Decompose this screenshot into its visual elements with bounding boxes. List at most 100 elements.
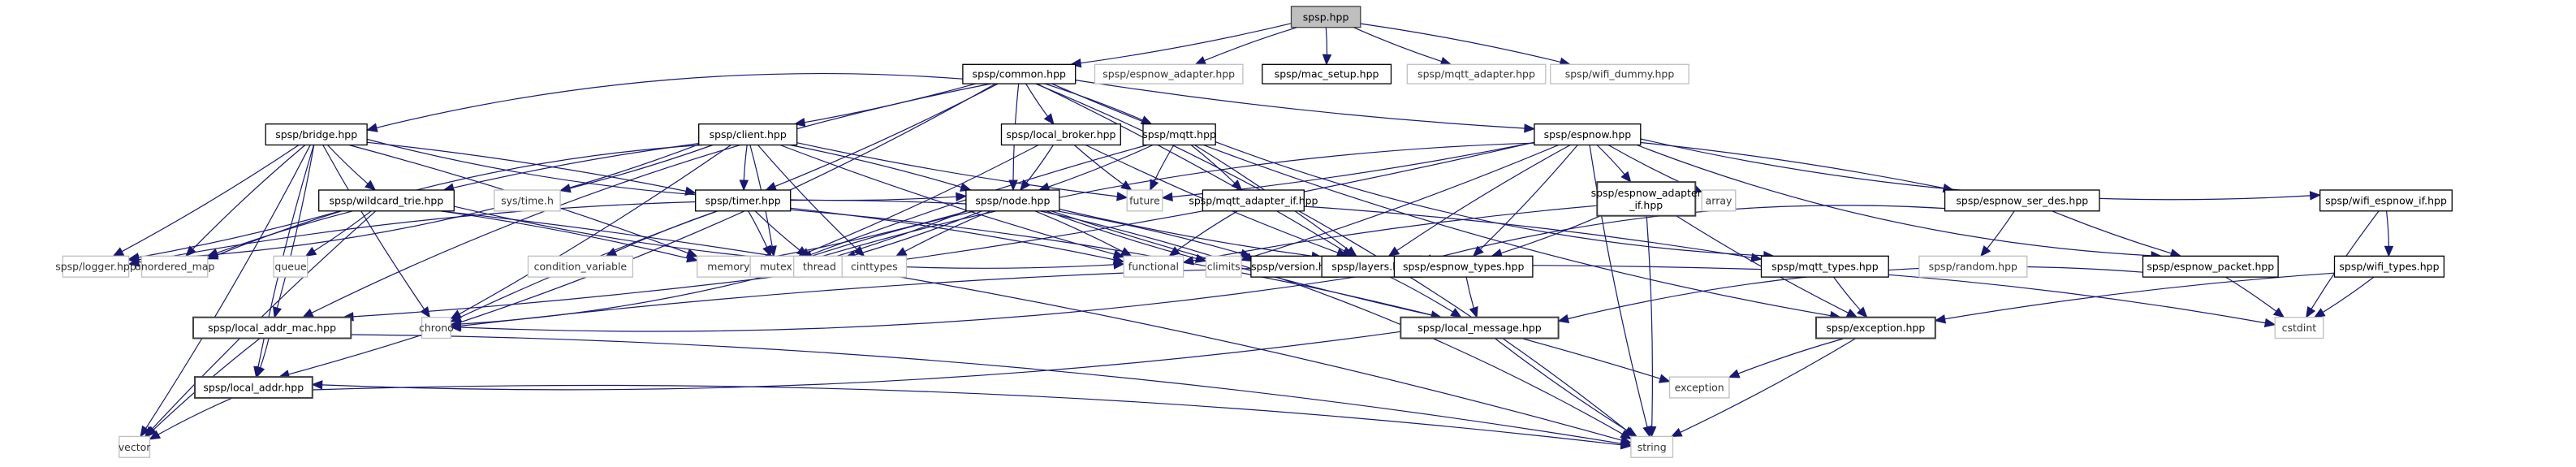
edge-spsp-to-common xyxy=(1069,23,1292,68)
node-box xyxy=(1630,435,1674,458)
edge-line xyxy=(810,210,976,257)
arrowhead-icon xyxy=(1231,179,1243,191)
arrowhead-icon xyxy=(686,253,698,263)
edge-node-to-layers xyxy=(1059,208,1323,261)
edge-layers-to-local_message xyxy=(1390,276,1462,318)
edge-line xyxy=(440,210,1622,441)
edge-line xyxy=(138,210,341,258)
node-label: spsp/local_addr.hpp xyxy=(203,381,304,393)
node-label: spsp/wifi_dummy.hpp xyxy=(1565,68,1675,80)
node-mac-setup[interactable]: spsp/mac_setup.hpp xyxy=(1262,63,1392,84)
node-espnow-adapter-if[interactable]: spsp/espnow_adapter_if.hpp xyxy=(1591,181,1702,217)
node-label: spsp/layers.hpp xyxy=(1331,261,1412,273)
edge-line xyxy=(121,145,300,253)
edge-common-to-layers xyxy=(1036,83,1354,257)
edge-line xyxy=(1353,27,1442,63)
node-bridge[interactable]: spsp/bridge.hpp xyxy=(265,123,368,146)
node-exception-hpp[interactable]: spsp/exception.hpp xyxy=(1815,316,1936,339)
arrowhead-icon xyxy=(365,123,378,132)
node-wildcard-trie[interactable]: spsp/wildcard_trie.hpp xyxy=(318,189,455,212)
edge-wildcard_trie-to-unordered_map xyxy=(206,210,353,257)
node-label: _if.hpp xyxy=(1629,199,1663,211)
node-label: spsp/node.hpp xyxy=(975,194,1050,206)
node-queue: queue xyxy=(273,255,309,278)
arrowhead-icon xyxy=(304,246,317,257)
node-box xyxy=(494,189,561,212)
edge-bridge-to-timer xyxy=(367,141,697,196)
node-common[interactable]: spsp/common.hpp xyxy=(962,63,1077,84)
arrowhead-icon xyxy=(1120,180,1133,191)
node-espnow-packet[interactable]: spsp/espnow_packet.hpp xyxy=(2142,255,2279,278)
node-vector: vector xyxy=(119,435,152,458)
node-exception: exception xyxy=(1668,376,1730,399)
arrowhead-icon xyxy=(1112,255,1125,265)
node-local-broker[interactable]: spsp/local_broker.hpp xyxy=(1000,123,1121,146)
node-label: spsp/wildcard_trie.hpp xyxy=(329,194,443,206)
node-box xyxy=(194,376,313,399)
arrowhead-icon xyxy=(1856,306,1868,318)
edge-line xyxy=(1215,141,1764,257)
edge-local_addr-to-vector xyxy=(149,397,233,440)
edge-bridge-to-chrono xyxy=(322,145,431,318)
arrowhead-icon xyxy=(112,247,125,257)
edge-line xyxy=(321,331,1401,391)
node-mqtt-adapter-if[interactable]: spsp/mqtt_adapter_if.hpp xyxy=(1189,189,1318,212)
edge-line xyxy=(1171,141,1535,198)
node-memory: memory xyxy=(697,255,761,278)
edge-line xyxy=(351,334,1622,444)
node-box xyxy=(192,316,352,339)
node-espnow[interactable]: spsp/espnow.hpp xyxy=(1534,123,1642,146)
node-mqtt[interactable]: spsp/mqtt.hpp xyxy=(1142,123,1216,146)
node-string: string xyxy=(1630,435,1674,458)
node-wifi-espnow-if[interactable]: spsp/wifi_espnow_if.hpp xyxy=(2319,189,2453,212)
node-node[interactable]: spsp/node.hpp xyxy=(965,189,1060,212)
node-random: spsp/random.hpp xyxy=(1918,255,2028,278)
edge-line xyxy=(1154,145,1175,182)
node-local-addr-mac[interactable]: spsp/local_addr_mac.hpp xyxy=(192,316,352,339)
node-label: vector xyxy=(119,441,152,453)
edge-bridge-to-node xyxy=(367,138,968,201)
node-box xyxy=(1701,189,1737,212)
edge-line xyxy=(1589,145,1648,427)
node-box xyxy=(119,435,151,458)
edge-wifi_espnow_if-to-wifi_types xyxy=(2384,210,2394,257)
arrowhead-icon xyxy=(895,247,908,257)
node-local-addr[interactable]: spsp/local_addr.hpp xyxy=(194,376,313,399)
edge-spsp-to-wifi_dummy xyxy=(1360,23,1572,67)
edge-node-to-thread xyxy=(844,210,982,260)
arrowhead-icon xyxy=(1670,427,1683,437)
node-chrono: chrono xyxy=(419,317,454,339)
edge-common-to-local_broker xyxy=(1025,83,1055,125)
node-wifi-types[interactable]: spsp/wifi_types.hpp xyxy=(2333,255,2445,278)
edge-spsp-to-espnow_adapter xyxy=(1194,27,1297,65)
node-local-message[interactable]: spsp/local_message.hpp xyxy=(1400,316,1560,339)
edge-mqtt_types-to-cstdint xyxy=(1888,274,2276,328)
node-espnow-types[interactable]: spsp/espnow_types.hpp xyxy=(1393,255,1534,278)
arrowhead-icon xyxy=(1069,58,1082,68)
arrowhead-icon xyxy=(1150,179,1159,192)
node-label: unordered_map xyxy=(135,261,215,273)
node-spsp[interactable]: spsp.hpp xyxy=(1290,6,1361,28)
node-cinttypes: cinttypes xyxy=(841,255,908,278)
arrowhead-icon xyxy=(273,306,283,318)
node-label: spsp/espnow_types.hpp xyxy=(1403,261,1525,273)
arrowhead-icon xyxy=(1322,54,1332,66)
edge-line xyxy=(754,210,800,251)
edge-line xyxy=(1073,145,1124,185)
edges-layer xyxy=(112,23,2394,450)
node-label: memory xyxy=(707,261,750,273)
edge-line xyxy=(743,145,748,181)
arrowhead-icon xyxy=(1161,192,1173,202)
node-client[interactable]: spsp/client.hpp xyxy=(698,123,798,146)
arrowhead-icon xyxy=(2384,245,2394,257)
edge-line xyxy=(2386,210,2390,247)
node-label: thread xyxy=(803,261,836,273)
arrowhead-icon xyxy=(256,365,265,378)
edge-line xyxy=(276,145,315,309)
edge-espnow-to-espnow_adapter_if xyxy=(1596,145,1632,184)
node-timer[interactable]: spsp/timer.hpp xyxy=(695,189,792,212)
node-mqtt-types[interactable]: spsp/mqtt_types.hpp xyxy=(1760,255,1889,278)
node-espnow-ser-des[interactable]: spsp/espnow_ser_des.hpp xyxy=(1944,189,2100,212)
node-logger: spsp/logger.hpp xyxy=(55,255,136,278)
arrowhead-icon xyxy=(1646,426,1657,438)
